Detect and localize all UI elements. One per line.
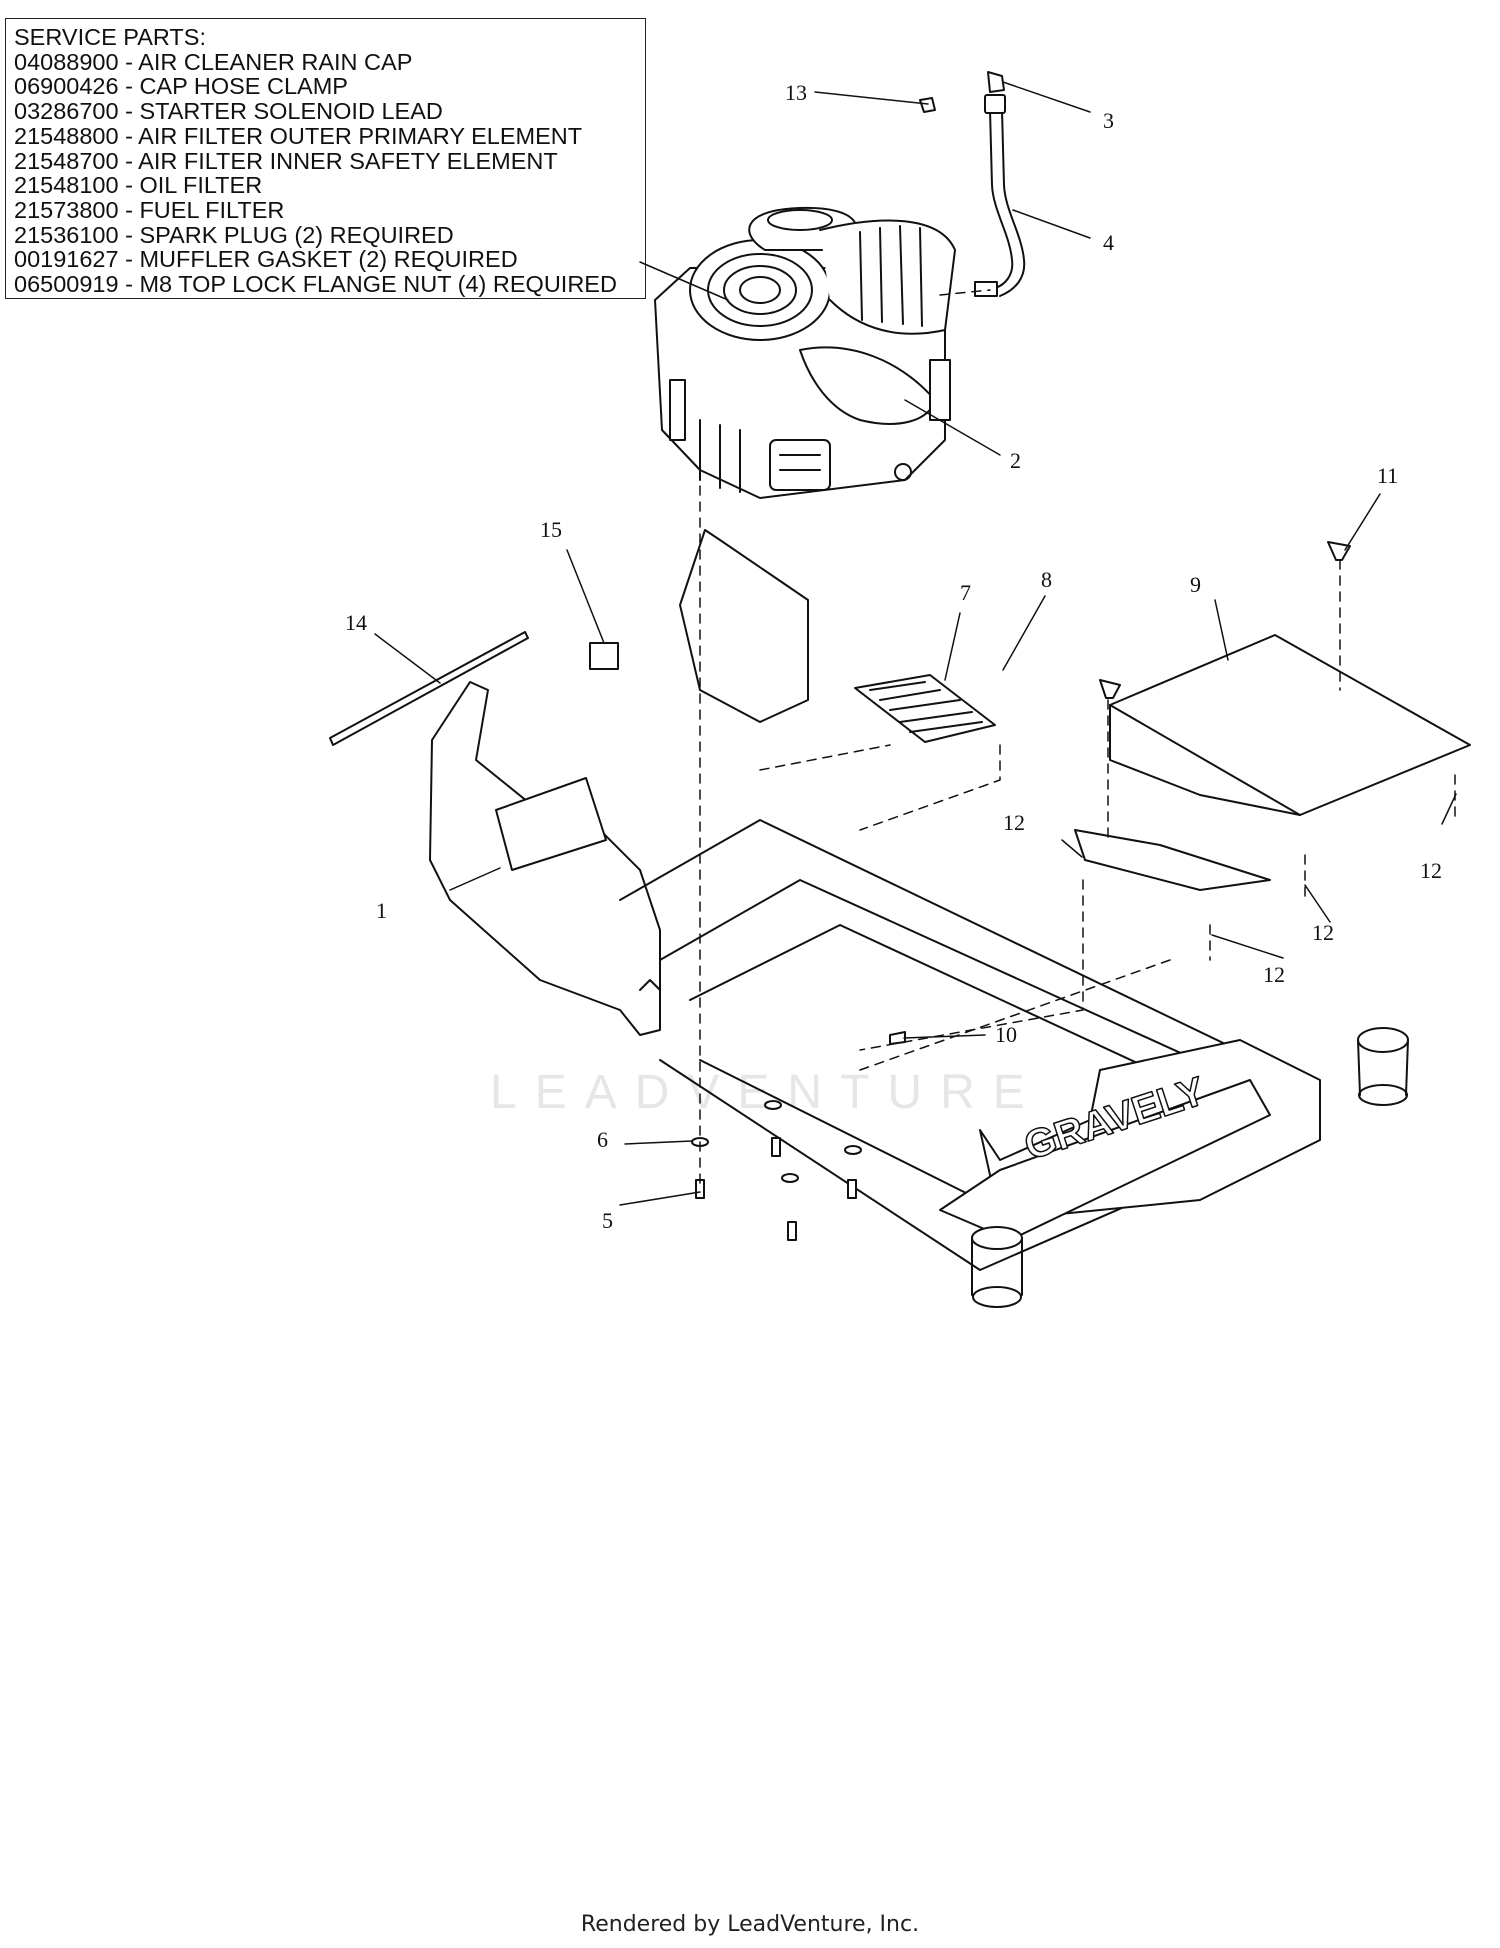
callout-8: 8 xyxy=(1041,567,1052,592)
service-part-line: 21548800 - AIR FILTER OUTER PRIMARY ELEM… xyxy=(14,122,583,149)
cover-plate xyxy=(1074,634,1471,891)
service-part-line: 00191627 - MUFFLER GASKET (2) REQUIRED xyxy=(14,246,518,273)
service-part-line: 06500919 - M8 TOP LOCK FLANGE NUT (4) RE… xyxy=(14,271,617,298)
service-part-line: 06900426 - CAP HOSE CLAMP xyxy=(14,73,348,100)
callout-leaders xyxy=(374,81,1457,1206)
vent-cover xyxy=(854,674,996,743)
callout-12: 12 xyxy=(1263,962,1285,987)
footer-credit: Rendered by LeadVenture, Inc. xyxy=(580,1912,920,1937)
service-part-line: 03286700 - STARTER SOLENOID LEAD xyxy=(14,98,443,125)
callout-12: 12 xyxy=(1003,810,1025,835)
callout-6: 6 xyxy=(597,1127,608,1152)
callout-labels: 1 2 3 4 5 6 7 8 9 10 11 12 12 12 12 13 1… xyxy=(345,80,1442,1233)
callout-7: 7 xyxy=(960,580,971,605)
callout-3: 3 xyxy=(1103,108,1114,133)
callout-15: 15 xyxy=(540,517,562,542)
callout-12: 12 xyxy=(1420,858,1442,883)
knob xyxy=(1099,679,1121,699)
callout-14: 14 xyxy=(345,610,367,635)
fuel-hose xyxy=(984,94,1026,297)
watermark: LEADVENTURE xyxy=(490,1066,1043,1119)
callout-2: 2 xyxy=(1010,448,1021,473)
callout-13: 13 xyxy=(785,80,807,105)
callout-5: 5 xyxy=(602,1208,613,1233)
small-bracket xyxy=(589,642,619,670)
callout-9: 9 xyxy=(1190,572,1201,597)
service-part-line: 21536100 - SPARK PLUG (2) REQUIRED xyxy=(14,221,454,248)
service-part-line: 21548100 - OIL FILTER xyxy=(14,172,263,199)
mower-frame xyxy=(429,529,1409,1308)
callout-1: 1 xyxy=(376,898,387,923)
service-parts-box: SERVICE PARTS: 04088900 - AIR CLEANER RA… xyxy=(5,18,646,299)
service-part-line: 21573800 - FUEL FILTER xyxy=(14,196,285,223)
hose-clamp xyxy=(987,71,1005,93)
strip xyxy=(329,631,529,746)
knob xyxy=(1327,541,1351,561)
callout-10: 10 xyxy=(995,1022,1017,1047)
callout-11: 11 xyxy=(1377,463,1398,488)
callout-12: 12 xyxy=(1312,920,1334,945)
service-parts-title: SERVICE PARTS: xyxy=(14,24,206,50)
callout-4: 4 xyxy=(1103,230,1114,255)
bolts xyxy=(691,1100,862,1241)
cable-clip xyxy=(919,97,936,113)
service-part-line: 04088900 - AIR CLEANER RAIN CAP xyxy=(14,48,413,75)
engine xyxy=(654,206,956,499)
fitting xyxy=(974,281,998,297)
service-part-line: 21548700 - AIR FILTER INNER SAFETY ELEME… xyxy=(14,147,558,174)
